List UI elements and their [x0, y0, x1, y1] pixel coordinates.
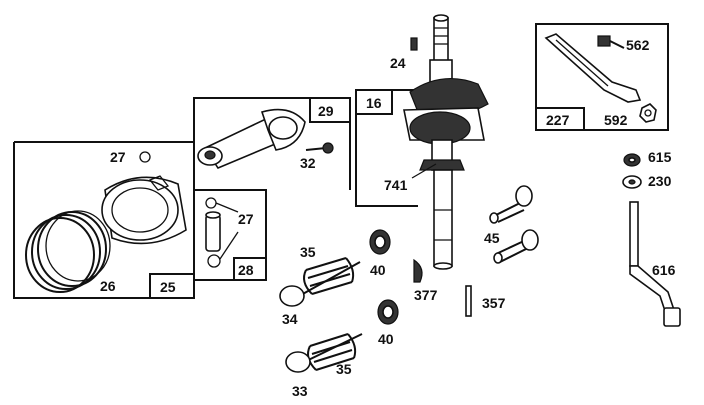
label-24: 24 [390, 55, 406, 71]
spring-retainer-lower [377, 299, 399, 325]
label-29: 29 [318, 103, 334, 119]
label-616: 616 [652, 262, 676, 278]
governor-box-227: 227 [535, 23, 669, 131]
label-16: 16 [366, 95, 382, 111]
label-741: 741 [384, 177, 408, 193]
crank-key [410, 37, 418, 51]
washer-615 [623, 153, 641, 167]
label-35-lower: 35 [336, 361, 352, 377]
governor-shaft [629, 201, 681, 327]
crankshaft-box-16: 16 [355, 89, 418, 207]
governor-lever [544, 33, 642, 103]
tappet-lower [493, 229, 539, 264]
label-35-upper: 35 [300, 244, 316, 260]
governor-nut [639, 103, 657, 123]
piston-pin-box-28: 28 [193, 189, 267, 281]
crankshaft [403, 14, 489, 270]
label-27-pin: 27 [238, 211, 254, 227]
label-25: 25 [160, 279, 176, 295]
piston [101, 175, 187, 245]
connecting-rod [197, 108, 306, 169]
label-28: 28 [238, 262, 254, 278]
label-40-lower: 40 [378, 331, 394, 347]
valve-head-lower [285, 351, 311, 373]
label-27-top: 27 [110, 149, 126, 165]
label-33: 33 [292, 383, 308, 399]
connecting-rod-box-29: 29 [193, 97, 351, 190]
piston-rings [25, 210, 111, 293]
woodruff-key [413, 258, 423, 283]
tappet-upper [489, 185, 533, 224]
label-40-upper: 40 [370, 262, 386, 278]
label-230: 230 [648, 173, 672, 189]
piston-pin [205, 197, 239, 268]
rod-screw [305, 142, 334, 154]
piston-box-25: 25 [13, 141, 195, 299]
label-562: 562 [626, 37, 650, 53]
label-357: 357 [482, 295, 506, 311]
washer-230 [622, 175, 642, 189]
governor-bolt [597, 35, 625, 49]
label-377: 377 [414, 287, 438, 303]
label-34: 34 [282, 311, 298, 327]
dowel-pin [465, 285, 472, 317]
valve-head-upper [279, 285, 305, 307]
label-45: 45 [484, 230, 500, 246]
label-227: 227 [546, 112, 570, 128]
label-32: 32 [300, 155, 316, 171]
spring-retainer-upper [369, 229, 391, 255]
label-592: 592 [604, 112, 628, 128]
label-615: 615 [648, 149, 672, 165]
label-26: 26 [100, 278, 116, 294]
